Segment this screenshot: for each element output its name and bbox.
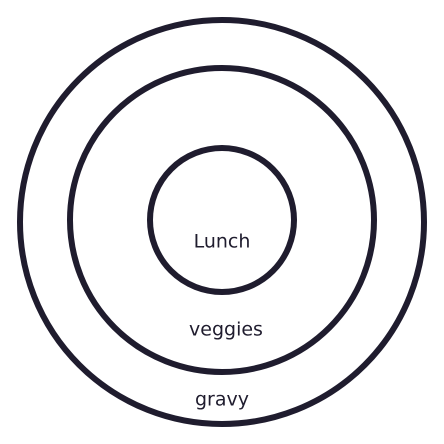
middle-ring-label: veggies xyxy=(189,319,263,341)
inner-ring-label: Lunch xyxy=(194,231,251,253)
middle-ring xyxy=(67,65,377,375)
outer-ring xyxy=(17,17,427,427)
inner-ring xyxy=(147,145,297,295)
outer-ring-label: gravy xyxy=(195,389,249,411)
